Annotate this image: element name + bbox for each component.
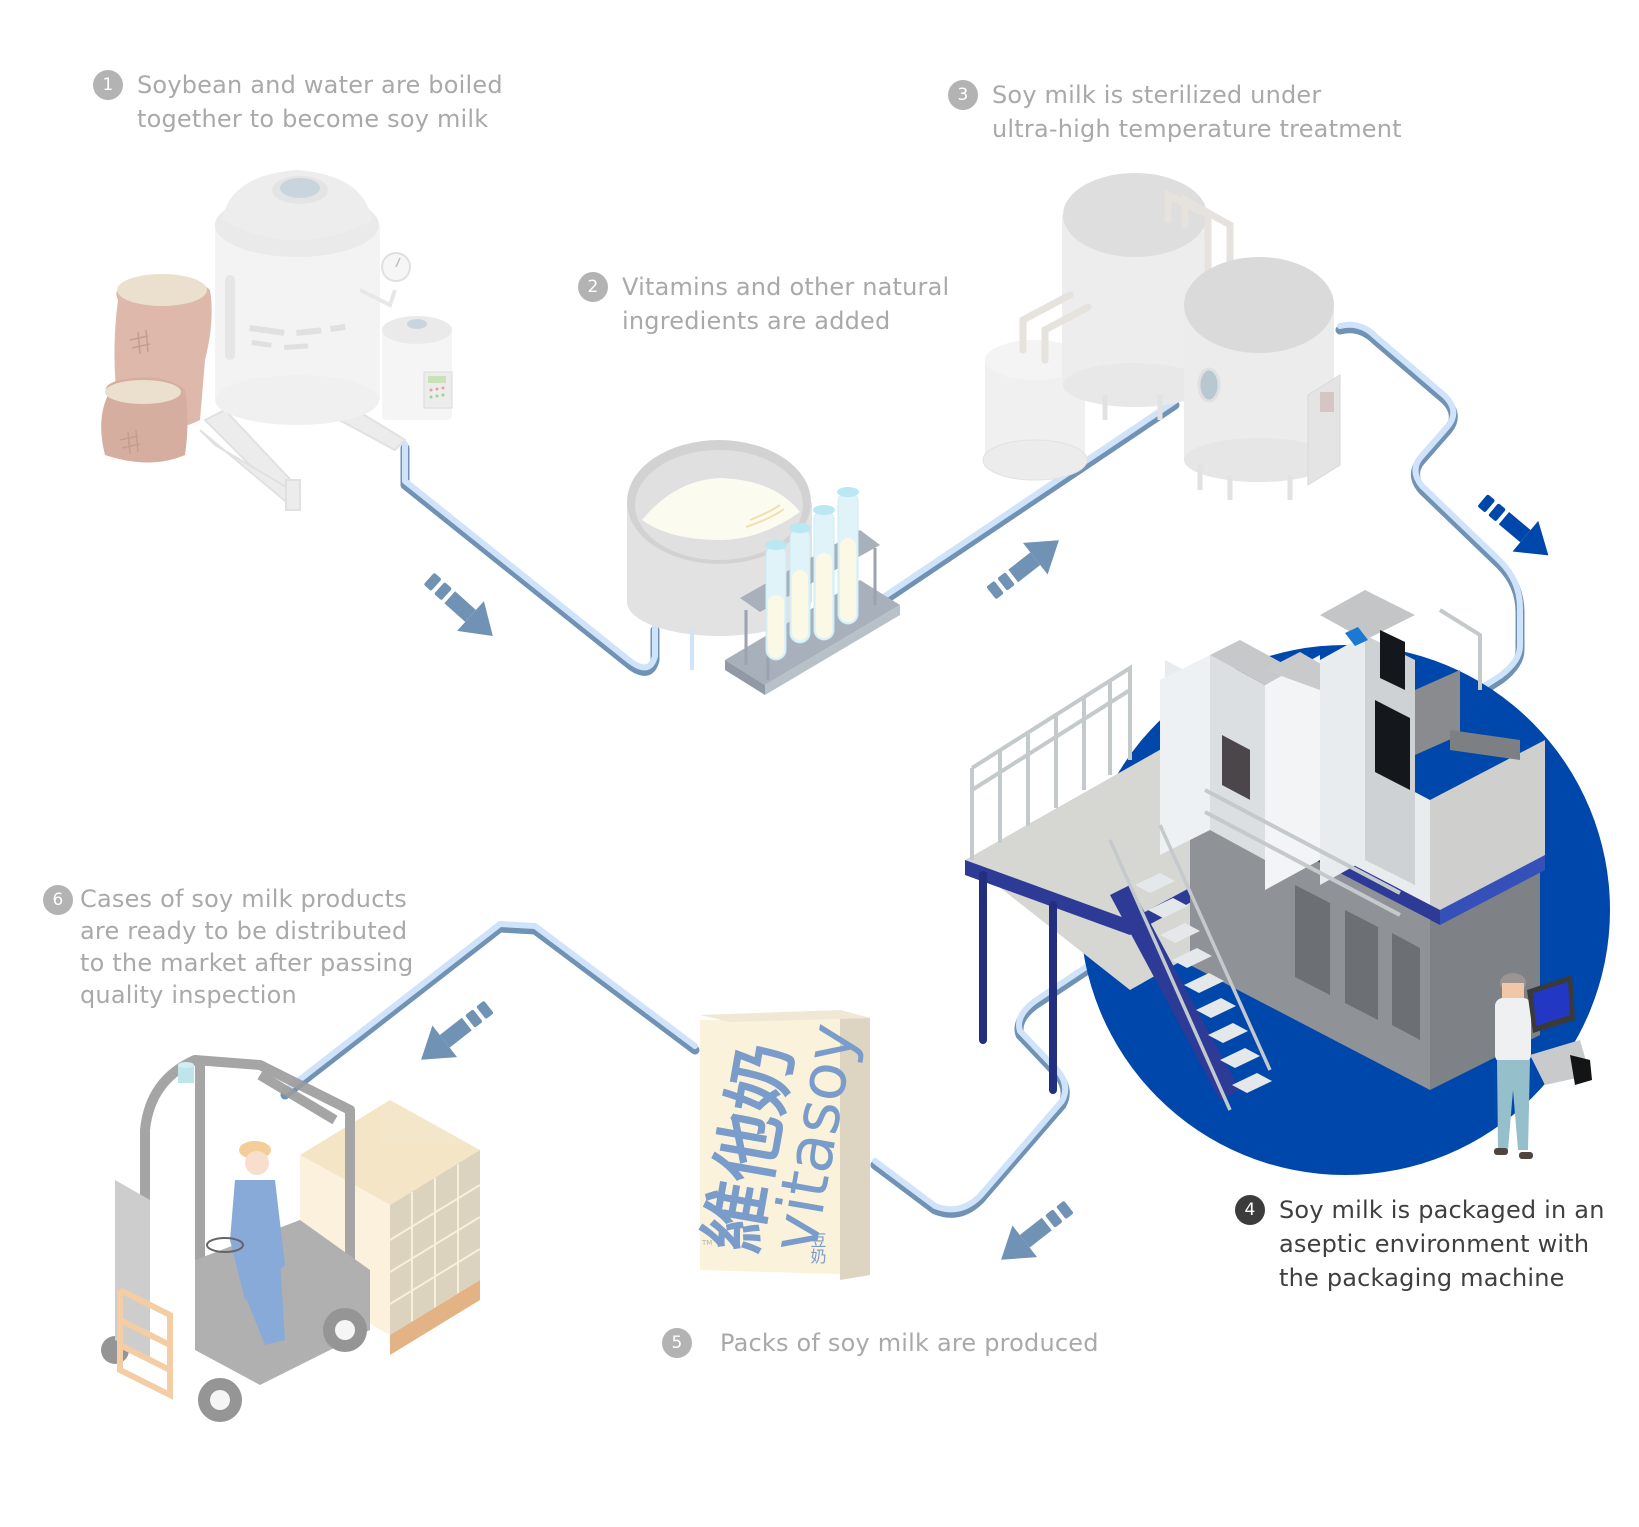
step-3-label: 3 Soy milk is sterilized under ultra-hig…: [948, 78, 1402, 146]
step-5-label: 5 Packs of soy milk are produced: [662, 1326, 1099, 1360]
arrow-3-to-4: [1478, 494, 1549, 556]
warning-light-icon: [178, 1062, 194, 1083]
pipe-highlight: [282, 321, 1523, 1213]
step-5-text: Packs of soy milk are produced: [720, 1329, 1099, 1357]
step-4-text: Soy milk is packaged in an aseptic envir…: [1279, 1196, 1605, 1292]
machine-operator: [1494, 973, 1592, 1159]
forklift-driver: [206, 1141, 285, 1345]
forklift-illustration: [101, 1055, 481, 1422]
step-5-number-badge: 5: [662, 1328, 692, 1358]
machine-body: [970, 590, 1592, 1159]
step-2-text: Vitamins and other natural ingredients a…: [622, 273, 950, 335]
sterilizer-tank-tall: [1062, 173, 1207, 420]
step-6-text: Cases of soy milk products are ready to …: [80, 885, 414, 1009]
step-1-number-badge: 1: [93, 70, 123, 100]
step-3-text: Soy milk is sterilized under ultra-high …: [992, 81, 1402, 143]
forklift-forks: [117, 1287, 173, 1400]
control-tank: [382, 316, 453, 420]
step-3-number-badge: 3: [948, 80, 978, 110]
arrow-1-to-2: [424, 573, 493, 637]
mixing-vat-illustration: [627, 440, 900, 695]
railings: [970, 608, 1482, 917]
step-1-label: 1 Soybean and water are boiled together …: [93, 68, 503, 136]
soy-milk-carton: 維他奶 vitasoy 豆奶 TM: [691, 1010, 871, 1280]
arrow-2-to-3: [987, 540, 1059, 599]
sterilizer-tank-main: [1184, 257, 1341, 500]
test-tube-rack: [725, 487, 900, 695]
step-4-number-badge: 4: [1235, 1195, 1265, 1225]
stairs: [1108, 824, 1272, 1111]
arrow-4-to-5: [1001, 1201, 1073, 1260]
arrow-5-to-6: [421, 1001, 493, 1060]
machine-cabinets: [1160, 590, 1520, 890]
flow-pipe: [280, 321, 1525, 1218]
test-tubes: [765, 487, 859, 661]
step-6-number-badge: 6: [43, 885, 73, 915]
carton-product-cn: 豆奶: [808, 1232, 827, 1265]
control-panel-icon: [1320, 392, 1334, 412]
boiler-tank: [215, 170, 380, 425]
step-1-text: Soybean and water are boiled together to…: [137, 71, 503, 133]
boiler-illustration: [101, 170, 453, 511]
carton-trademark: TM: [701, 1239, 712, 1247]
step-2-number-badge: 2: [578, 272, 608, 302]
pressure-gauge-icon: [359, 252, 411, 308]
sterilizer-illustration: [982, 173, 1341, 500]
packaging-machine-illustration: [965, 590, 1610, 1175]
step-2-label: 2 Vitamins and other natural ingredients…: [578, 270, 949, 338]
soybean-sacks: [101, 274, 212, 463]
step-6-label: 6 Cases of soy milk products are ready t…: [43, 883, 413, 1011]
sterilizer-pipes: [1019, 189, 1234, 364]
step-4-label: 4 Soy milk is packaged in an aseptic env…: [1235, 1193, 1605, 1295]
blue-part-icon: [1345, 627, 1368, 646]
